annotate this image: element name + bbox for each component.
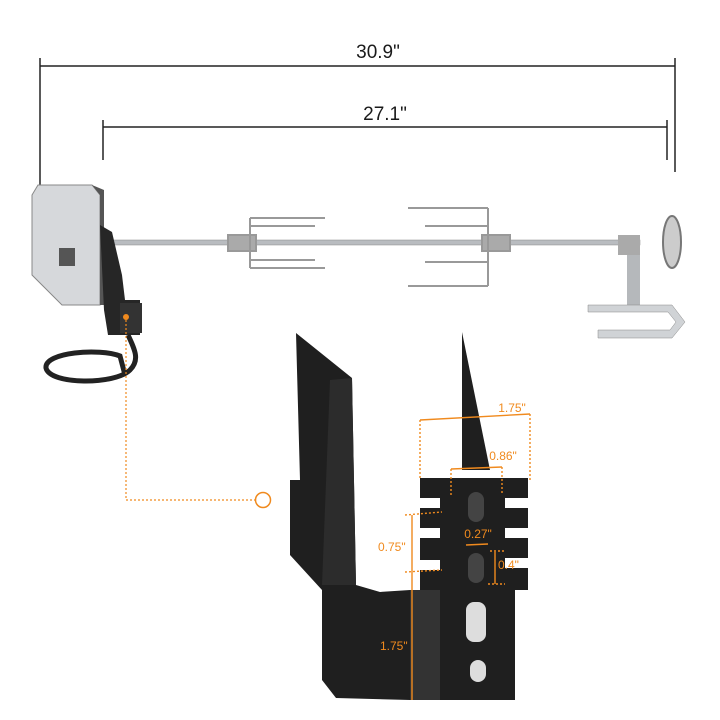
spit-length-label: 27.1" bbox=[363, 104, 407, 125]
notch-spacing-label: 0.75" bbox=[378, 540, 406, 554]
slot-width-label: 0.27" bbox=[464, 527, 492, 541]
overall-length-label: 30.9" bbox=[356, 42, 400, 63]
overall-length-dimension bbox=[39, 58, 676, 185]
motor-unit bbox=[31, 184, 142, 384]
bracket-callout bbox=[125, 320, 255, 501]
bracket-lower-height-label: 1.75" bbox=[380, 639, 408, 653]
spit-length-dimension bbox=[102, 120, 668, 160]
spit-rod bbox=[94, 239, 641, 246]
bracket-width-label: 1.75" bbox=[498, 401, 526, 415]
slot-height-label: 0.4" bbox=[498, 558, 519, 572]
motor-switch bbox=[59, 248, 75, 266]
bracket-dimension-lines bbox=[404, 413, 531, 700]
callout-circle bbox=[254, 491, 272, 509]
meat-fork-left bbox=[227, 217, 325, 269]
spike-width-label: 0.86" bbox=[489, 449, 517, 463]
end-support bbox=[587, 215, 686, 339]
meat-fork-right bbox=[408, 207, 511, 287]
mounting-bracket bbox=[290, 332, 528, 700]
